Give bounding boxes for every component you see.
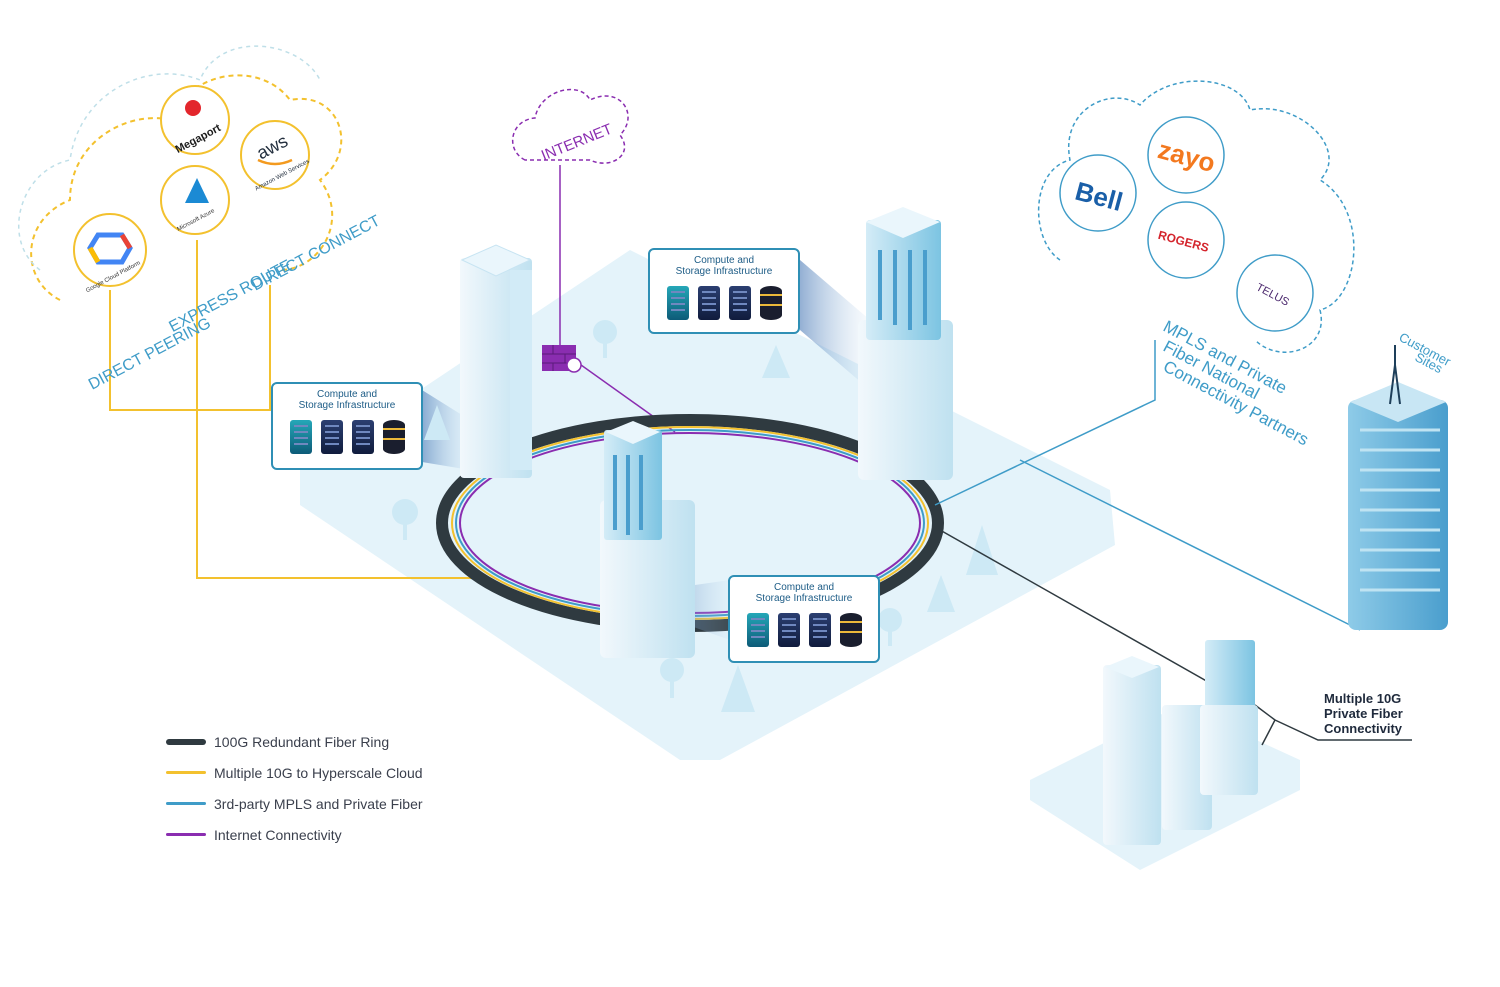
storage-database-icon [382,420,405,454]
callout-title-line1: Compute and [773,582,835,593]
hyperscale-links [109,240,490,579]
server-rack-icon [320,420,343,454]
callout-compute-top: Compute and Storage Infrastructure [648,248,800,334]
server-icons [730,613,878,647]
callout-compute-bottom: Compute and Storage Infrastructure [728,575,880,663]
building-center [600,421,695,658]
private-fiber-label-line3: Connectivity [1324,721,1403,736]
building-top-right [858,207,953,480]
private-fiber-label-line2: Private Fiber [1324,706,1403,721]
partner-badges [1059,116,1314,332]
internet-label: INTERNET [539,121,615,165]
customer-tower [1348,345,1448,630]
storage-database-icon [839,613,862,647]
private-fiber-link [939,529,1241,701]
server-rack-icon [746,613,769,647]
server-rack-icon [666,286,689,320]
callout-title-line1: Compute and [316,389,378,400]
firewall-icon [542,345,582,373]
mpls-link-customer [1019,459,1361,631]
legend-item: 100G Redundant Fiber Ring [166,726,496,757]
legend-item: Internet Connectivity [166,819,496,850]
server-icons [650,286,798,320]
building-left [460,244,532,478]
callout-title-line2: Storage Infrastructure [675,266,773,277]
megaport-badge [160,85,230,155]
legend: 100G Redundant Fiber Ring Multiple 10G t… [166,726,496,850]
server-rack-icon [728,286,751,320]
partner-cloud [1037,80,1355,353]
google-cloud-badge [73,213,147,287]
private-fiber-label-line1: Multiple 10G [1324,691,1402,706]
beam-top [800,260,870,390]
customer-cluster [1103,640,1258,845]
azure-badge [160,165,230,235]
storage-database-icon [759,286,782,320]
server-rack-icon [289,420,312,454]
legend-item: Multiple 10G to Hyperscale Cloud [166,757,496,788]
server-rack-icon [808,613,831,647]
legend-swatch-ring [166,738,206,745]
trees [392,320,998,712]
legend-label: 3rd-party MPLS and Private Fiber [214,795,423,812]
legend-label: 100G Redundant Fiber Ring [214,733,390,750]
private-fiber-bracket [1254,704,1412,746]
internet-cloud [511,88,629,164]
mpls-link-partners [934,340,1156,506]
legend-item: 3rd-party MPLS and Private Fiber [166,788,496,819]
callout-title-line2: Storage Infrastructure [298,400,396,411]
legend-label: Internet Connectivity [214,826,342,843]
legend-swatch-mpls [166,802,206,805]
private-fiber-label: Multiple 10G Private Fiber Connectivity [1324,691,1403,736]
callout-compute-left: Compute and Storage Infrastructure [271,382,423,470]
server-rack-icon [697,286,720,320]
callout-title-line1: Compute and [693,255,755,266]
hyperscale-cloud [17,45,343,301]
server-rack-icon [777,613,800,647]
link-direct-peering: DIRECT PEERING [86,315,214,394]
aws-badge [240,120,310,190]
legend-swatch-internet [166,833,206,836]
server-icons [273,420,421,454]
legend-label: Multiple 10G to Hyperscale Cloud [214,764,423,781]
link-direct-connect: DIRECT CONNECT [249,212,383,294]
callout-title-line2: Storage Infrastructure [755,593,853,604]
server-rack-icon [351,420,374,454]
legend-swatch-hyperscale [166,771,206,774]
